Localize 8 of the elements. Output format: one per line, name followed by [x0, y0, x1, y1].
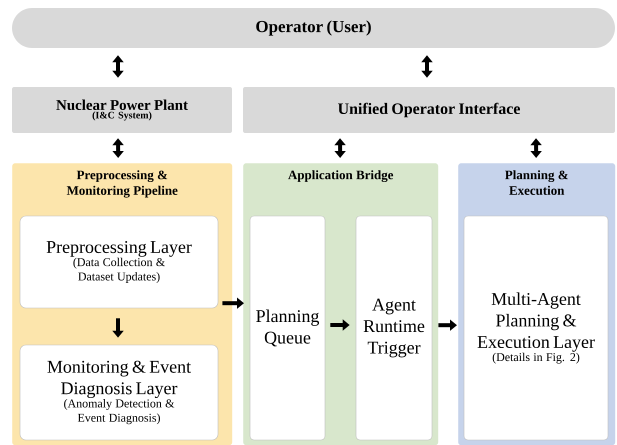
- header-bar: Operator (User): [12, 8, 615, 48]
- process-box: Agent Runtime Trigger: [356, 216, 432, 440]
- system-box: Nuclear Power Plant (I&C System): [12, 87, 232, 133]
- layer-box: Monitoring & Event Diagnosis Layer (Anomaly Detection & Event Diagnosis): [20, 344, 218, 440]
- interface-box: Unified Operator Interface: [243, 87, 615, 133]
- layer-box: Multi-Agent Planning & Execution Layer (Details in Fig. 2): [464, 216, 608, 440]
- layer-box: Preprocessing Layer (Data Collection & Dataset Updates): [20, 216, 218, 308]
- process-box: Planning Queue: [250, 216, 326, 440]
